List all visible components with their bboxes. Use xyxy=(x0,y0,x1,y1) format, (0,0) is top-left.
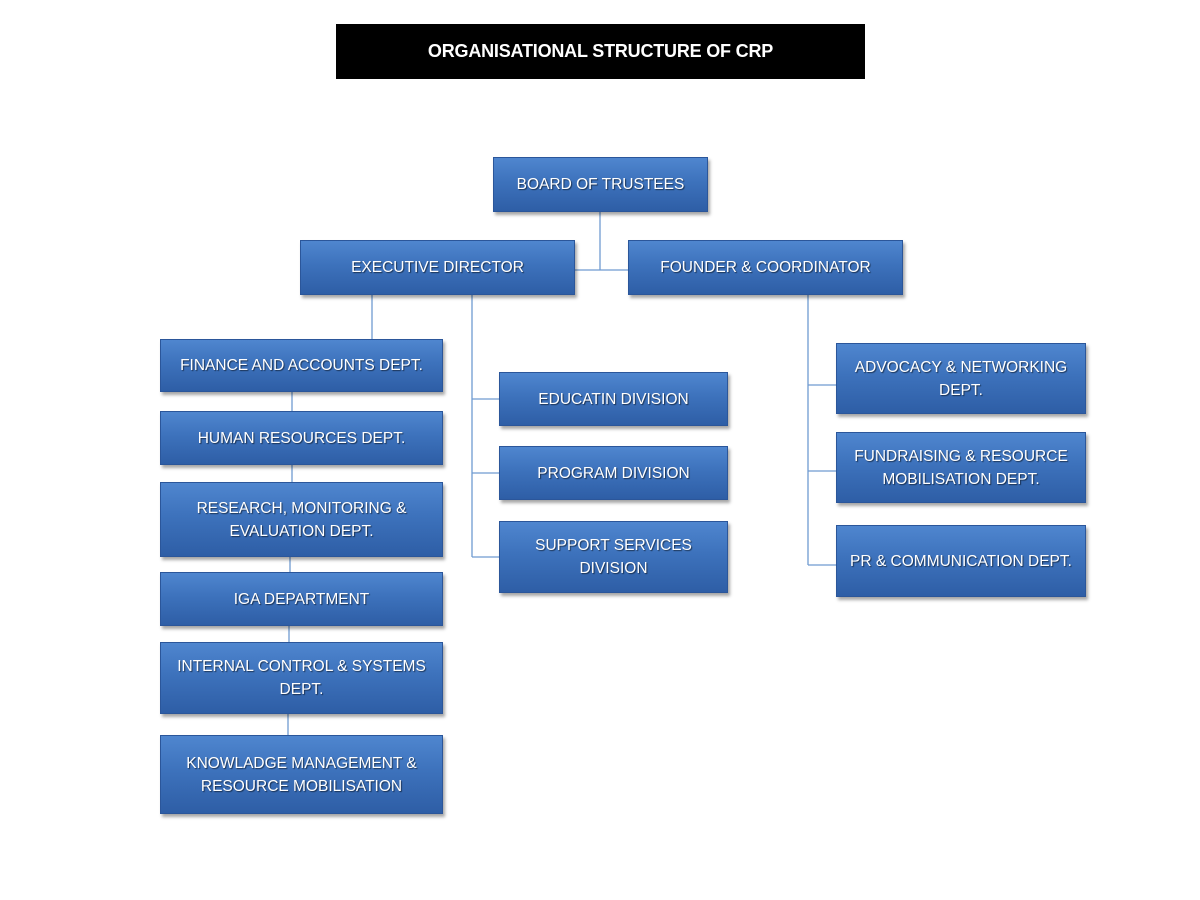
node-iga-department: IGA DEPARTMENT xyxy=(160,572,443,626)
node-research-monitoring: RESEARCH, MONITORING & EVALUATION DEPT. xyxy=(160,482,443,557)
node-advocacy-networking: ADVOCACY & NETWORKING DEPT. xyxy=(836,343,1086,414)
node-pr-communication: PR & COMMUNICATION DEPT. xyxy=(836,525,1086,597)
node-support-services-division: SUPPORT SERVICES DIVISION xyxy=(499,521,728,593)
node-internal-control: INTERNAL CONTROL & SYSTEMS DEPT. xyxy=(160,642,443,714)
node-executive-director: EXECUTIVE DIRECTOR xyxy=(300,240,575,295)
node-program-division: PROGRAM DIVISION xyxy=(499,446,728,500)
node-education-division: EDUCATIN DIVISION xyxy=(499,372,728,426)
chart-title: ORGANISATIONAL STRUCTURE OF CRP xyxy=(336,24,865,79)
node-founder-coordinator: FOUNDER & COORDINATOR xyxy=(628,240,903,295)
node-finance-accounts: FINANCE AND ACCOUNTS DEPT. xyxy=(160,339,443,392)
node-human-resources: HUMAN RESOURCES DEPT. xyxy=(160,411,443,465)
node-fundraising-resource: FUNDRAISING & RESOURCE MOBILISATION DEPT… xyxy=(836,432,1086,503)
node-board-of-trustees: BOARD OF TRUSTEES xyxy=(493,157,708,212)
node-knowledge-management: KNOWLADGE MANAGEMENT & RESOURCE MOBILISA… xyxy=(160,735,443,814)
